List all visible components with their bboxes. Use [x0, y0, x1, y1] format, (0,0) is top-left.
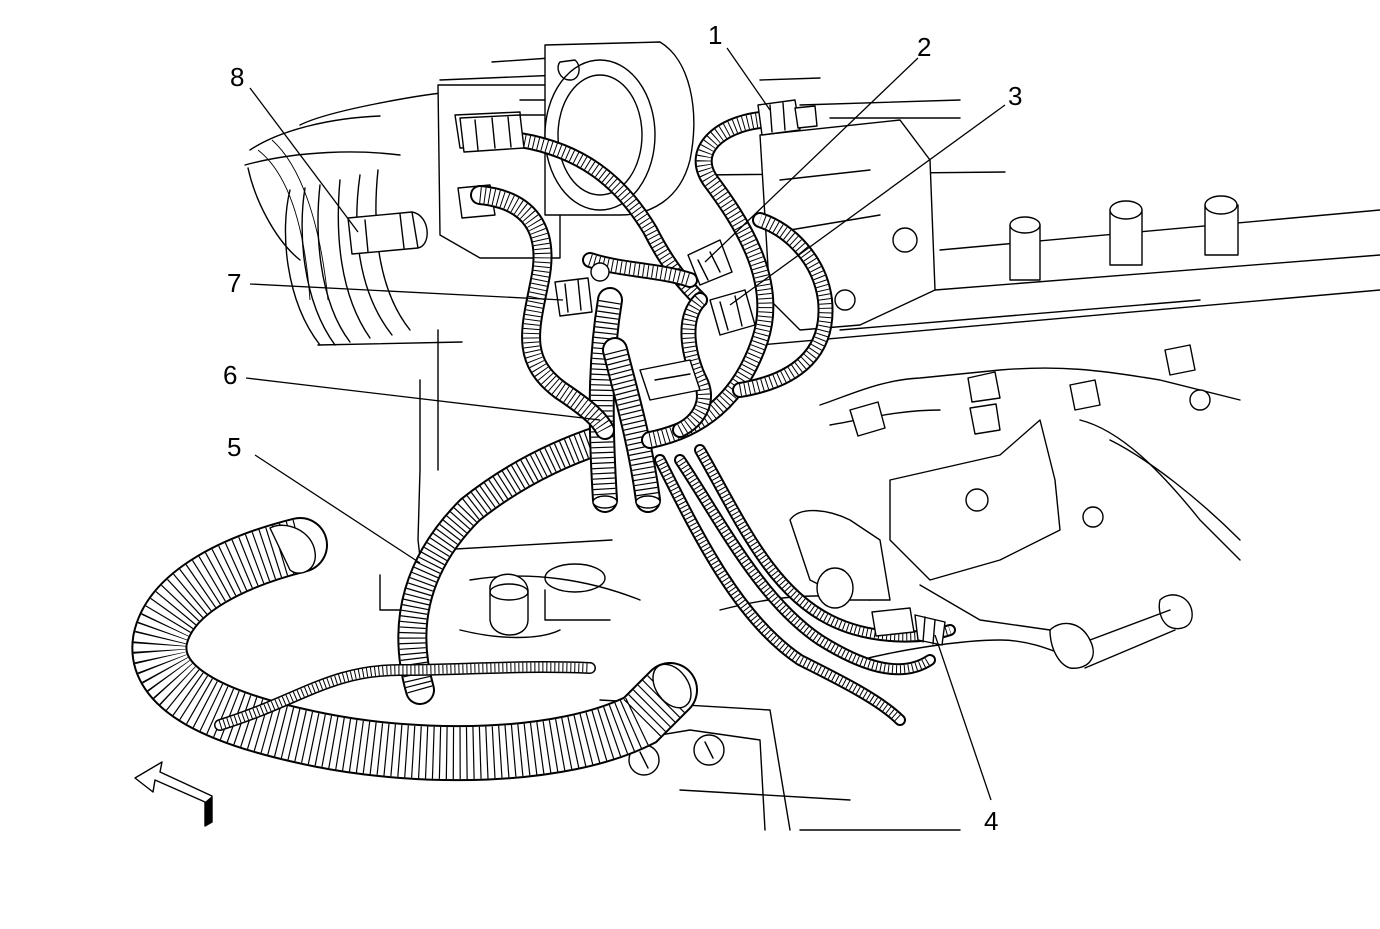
callout-labels: 1 2 3 4 5 6 7 8: [223, 20, 1022, 836]
intake-manifold: [699, 77, 1380, 346]
callout-6: 6: [223, 360, 237, 390]
leader-7: [249, 283, 564, 301]
upper-branches: [470, 132, 708, 440]
vertical-conduits: [588, 287, 661, 513]
harness-clip: [639, 359, 701, 401]
sensor-bosses: [849, 344, 1196, 437]
callout-1: 1: [708, 20, 722, 50]
small-lower-wire: [214, 661, 596, 731]
right-harness-loop: [641, 111, 834, 449]
injector-posts: [1009, 195, 1239, 281]
callout-leaders: [245, 47, 1006, 801]
harness-trunk: [397, 425, 615, 705]
leader-6: [245, 377, 601, 421]
connector-3: [709, 289, 756, 336]
callout-7: 7: [227, 268, 241, 298]
wiring-harness: [131, 111, 956, 782]
leader-4: [934, 634, 992, 801]
leader-5: [254, 454, 421, 564]
callout-3: 3: [1008, 81, 1022, 111]
connector-7: [554, 262, 610, 317]
exhaust-manifold: [819, 367, 1241, 669]
callout-8: 8: [230, 62, 244, 92]
engine-outline: [244, 41, 1380, 831]
leader-3: [729, 104, 1006, 306]
callout-5: 5: [227, 432, 241, 462]
leader-2: [704, 57, 919, 263]
callout-4: 4: [984, 806, 998, 836]
connector-8: [459, 114, 525, 153]
callout-2: 2: [917, 32, 931, 62]
front-of-vehicle-arrow-icon: [134, 761, 213, 827]
air-intake-duct: [244, 91, 463, 346]
leader-8: [249, 87, 359, 233]
leader-1: [726, 47, 771, 111]
connector-4: [871, 607, 946, 646]
lower-right-branches: [654, 444, 956, 726]
